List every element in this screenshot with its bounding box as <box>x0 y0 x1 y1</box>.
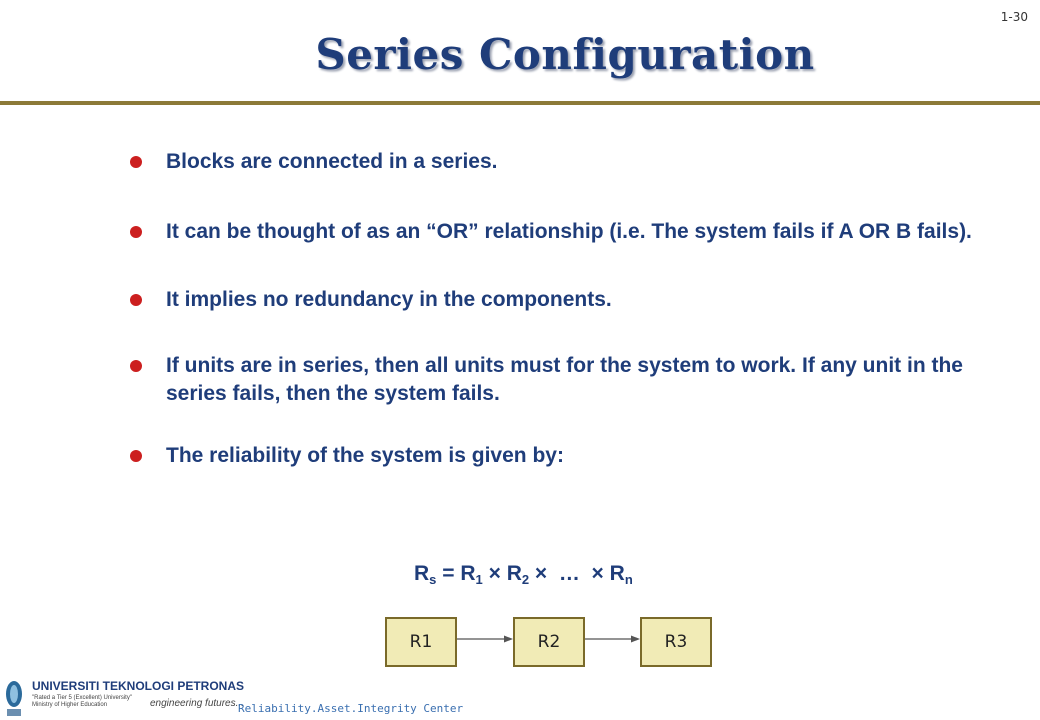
title-divider <box>0 101 1040 105</box>
utp-emblem-icon <box>6 681 22 716</box>
bullet-item: If units are in series, then all units m… <box>130 352 1010 408</box>
block-r3: R3 <box>640 617 712 667</box>
university-subtitle: "Rated a Tier 5 (Excellent) University" … <box>32 695 132 708</box>
reliability-formula: Rs = R1 × R2 × … × Rn <box>414 562 633 587</box>
bullet-item: It can be thought of as an “OR” relation… <box>130 218 1010 246</box>
bullet-list: Blocks are connected in a series. It can… <box>130 148 1010 510</box>
bullet-dot-icon <box>130 450 142 462</box>
bullet-item: Blocks are connected in a series. <box>130 148 1010 176</box>
block-r1: R1 <box>385 617 457 667</box>
block-r2: R2 <box>513 617 585 667</box>
bullet-dot-icon <box>130 294 142 306</box>
arrow-r2-r3 <box>585 635 640 643</box>
bullet-text: It implies no redundancy in the componen… <box>166 288 612 311</box>
university-logo: UNIVERSITI TEKNOLOGI PETRONAS "Rated a T… <box>0 676 244 720</box>
bullet-item: The reliability of the system is given b… <box>130 442 1010 470</box>
bullet-dot-icon <box>130 360 142 372</box>
bullet-text: It can be thought of as an “OR” relation… <box>166 220 972 243</box>
bullet-dot-icon <box>130 226 142 238</box>
footer-center-label: Reliability.Asset.Integrity Center <box>238 702 464 715</box>
university-name: UNIVERSITI TEKNOLOGI PETRONAS <box>32 679 245 693</box>
bullet-dot-icon <box>130 156 142 168</box>
bullet-text: If units are in series, then all units m… <box>166 354 963 405</box>
bullet-text: The reliability of the system is given b… <box>166 444 564 467</box>
arrow-r1-r2 <box>457 635 513 643</box>
university-tagline: engineering futures... <box>150 698 244 709</box>
bullet-item: It implies no redundancy in the componen… <box>130 286 1010 314</box>
bullet-text: Blocks are connected in a series. <box>166 150 498 173</box>
slide-title: Series Configuration <box>315 30 815 79</box>
page-number: 1-30 <box>1000 10 1028 24</box>
